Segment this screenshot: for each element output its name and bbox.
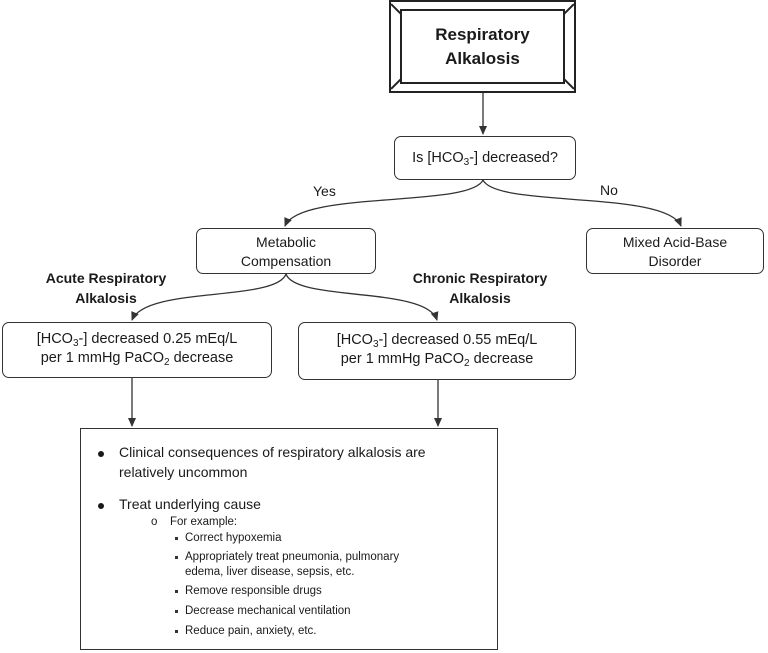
acute-text-2-end: decrease	[169, 350, 234, 366]
arrow-metabolic-to-acute	[131, 273, 287, 321]
acute-line-2: per 1 mmHg PaCO2 decrease	[3, 349, 271, 368]
mixed-line-2: Disorder	[648, 253, 702, 269]
consequences-line-1: Clinical consequences of respiratory alk…	[119, 444, 426, 460]
frame-corner	[563, 78, 575, 90]
chronic-text: [HCO	[336, 332, 373, 348]
acute-text: [HCO	[36, 331, 73, 347]
bullet-treat: Treat underlying cause	[119, 496, 261, 512]
chronic-line-1: [HCO3-] decreased 0.55 mEq/L	[299, 331, 575, 350]
metabolic-line-1: Metabolic	[256, 234, 316, 250]
list-marker-icon	[175, 556, 178, 559]
title-line-1: Respiratory	[435, 24, 530, 44]
chronic-subscript-2: 2	[464, 358, 470, 369]
arrow-question-to-metabolic	[284, 179, 484, 227]
list-item-treat-pneumonia: Appropriately treat pneumonia, pulmonary	[185, 551, 400, 563]
label-acute-respiratory-alkalosis: Acute Respiratory Alkalosis	[17, 268, 195, 308]
arrow-metabolic-to-chronic	[285, 273, 439, 321]
title-line-2: Alkalosis	[445, 48, 520, 68]
chronic-text-2: per 1 mmHg PaCO	[340, 351, 465, 367]
acute-subscript-2: 2	[164, 357, 170, 368]
acute-label-line-1: Acute Respiratory	[45, 270, 167, 286]
list-item-decrease-ventilation: Decrease mechanical ventilation	[185, 605, 351, 617]
acute-line-1: [HCO3-] decreased 0.25 mEq/L	[3, 330, 271, 349]
acute-text-2: per 1 mmHg PaCO	[40, 350, 165, 366]
acute-label-line-2: Alkalosis	[75, 290, 137, 306]
acute-text-end: -] decreased 0.25 mEq/L	[78, 331, 238, 347]
list-marker-icon	[175, 610, 178, 613]
list-marker-icon	[175, 590, 178, 593]
list-item-reduce-pain: Reduce pain, anxiety, etc.	[185, 625, 317, 637]
frame-corner	[563, 3, 575, 15]
node-hco3-question: Is [HCO3-] decreased?	[394, 136, 576, 180]
metabolic-line-2: Compensation	[240, 253, 332, 269]
list-marker-icon	[175, 630, 178, 633]
arrow-question-to-mixed	[482, 179, 682, 227]
consequences-line-2: relatively uncommon	[119, 464, 248, 480]
bullet-icon	[98, 451, 104, 457]
chronic-text-end: -] decreased 0.55 mEq/L	[378, 332, 538, 348]
label-chronic-respiratory-alkalosis: Chronic Respiratory Alkalosis	[384, 268, 576, 308]
mixed-line-1: Mixed Acid-Base	[622, 234, 728, 250]
edge-label-no: No	[600, 182, 618, 198]
node-metabolic-compensation: Metabolic Compensation	[196, 228, 376, 274]
chronic-label-line-1: Chronic Respiratory	[412, 270, 548, 286]
edge-label-yes: Yes	[313, 183, 336, 199]
bullet-consequences: Clinical consequences of respiratory alk…	[119, 442, 426, 482]
list-item-remove-drugs: Remove responsible drugs	[185, 585, 322, 597]
chronic-text-2-end: decrease	[469, 351, 534, 367]
question-subscript: 3	[463, 157, 470, 168]
list-marker-icon	[175, 537, 178, 540]
list-item-correct-hypoxemia: Correct hypoxemia	[185, 532, 282, 544]
node-mixed-acid-base-disorder: Mixed Acid-Base Disorder	[586, 228, 764, 274]
example-label: For example:	[170, 516, 238, 528]
question-text: Is [HCO	[412, 150, 464, 166]
node-acute-compensation: [HCO3-] decreased 0.25 mEq/L per 1 mmHg …	[2, 322, 272, 378]
example-marker: o	[151, 516, 158, 528]
acute-subscript: 3	[72, 338, 79, 349]
chronic-line-2: per 1 mmHg PaCO2 decrease	[299, 350, 575, 369]
chronic-label-line-2: Alkalosis	[449, 290, 511, 306]
bullet-icon	[98, 503, 104, 509]
question-text-end: -] decreased?	[469, 150, 558, 166]
node-consequences-treatment: Clinical consequences of respiratory alk…	[80, 428, 498, 650]
node-title-text: Respiratory Alkalosis	[400, 9, 565, 84]
node-respiratory-alkalosis: Respiratory Alkalosis	[389, 0, 576, 93]
node-chronic-compensation: [HCO3-] decreased 0.55 mEq/L per 1 mmHg …	[298, 322, 576, 380]
chronic-subscript: 3	[372, 339, 379, 350]
list-item-treat-pneumonia-cont: edema, liver disease, sepsis, etc.	[185, 566, 355, 578]
